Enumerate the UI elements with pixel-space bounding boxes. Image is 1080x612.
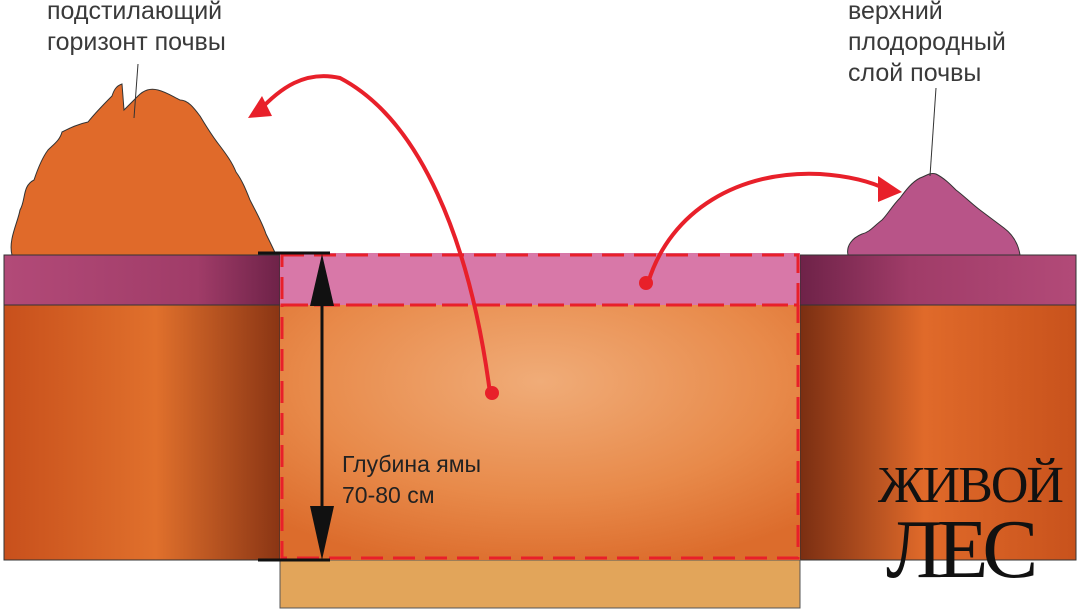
subsoil-label: подстилающий горизонт почвы — [47, 0, 226, 56]
left-subsoil-layer — [3, 304, 281, 561]
pit-body-dashed-outline — [280, 303, 800, 560]
subsoil-arrow-origin-dot — [485, 386, 499, 400]
pit-subsoil-fill — [280, 305, 800, 560]
subsoil-pile — [10, 83, 277, 256]
subsoil-arrowhead — [248, 96, 272, 118]
depth-arrowhead-top — [310, 254, 334, 306]
pit-depth-label: Глубина ямы 70-80 см — [342, 451, 482, 508]
subsoil-move-arrow — [256, 74, 492, 394]
topsoil-arrowhead — [878, 176, 902, 202]
topsoil-pile — [847, 173, 1021, 256]
topsoil-arrow-origin-dot — [639, 276, 653, 290]
depth-arrowhead-bottom — [310, 506, 334, 560]
right-topsoil-layer — [799, 254, 1077, 306]
topsoil-move-arrow — [646, 171, 889, 284]
logo-word-2: ЛЕС — [886, 503, 1038, 596]
pit-bottom-layer — [279, 559, 801, 609]
right-subsoil-layer — [799, 304, 1077, 561]
topsoil-leader-line — [929, 87, 937, 177]
pit-topsoil-fill — [280, 253, 800, 305]
left-topsoil-layer — [3, 254, 281, 306]
subsoil-leader-line — [133, 63, 139, 119]
zhivoy-les-logo: ЖИВОЙ ЛЕС — [878, 458, 1068, 598]
logo-word-1: ЖИВОЙ — [878, 457, 1064, 514]
pit-topsoil-dashed-outline — [280, 253, 800, 307]
topsoil-label: верхний плодородный слой почвы — [848, 0, 1006, 87]
